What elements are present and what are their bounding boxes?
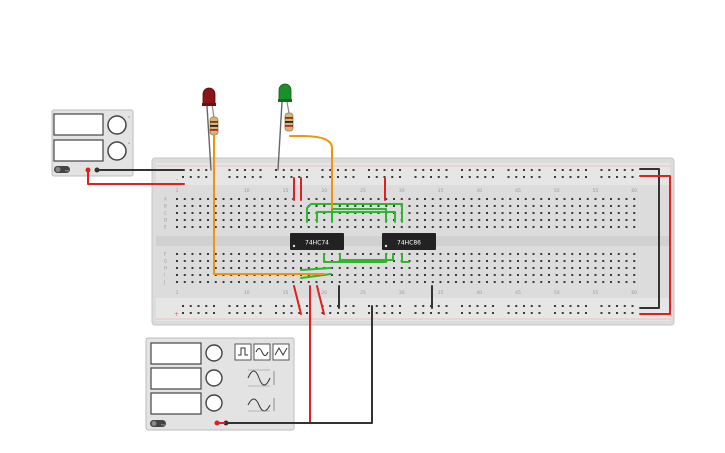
- amplitude-display: [150, 367, 202, 390]
- function-generator[interactable]: on: [145, 337, 295, 431]
- resistor-1[interactable]: [209, 103, 219, 136]
- column-number-10-top: 10: [244, 188, 250, 194]
- red-led-cathode-leg: [206, 105, 212, 171]
- column-number-60-bottom: 60: [631, 290, 637, 296]
- row-letter-j: J: [163, 280, 165, 285]
- sine-wave-button[interactable]: [253, 343, 271, 361]
- green-wire-8[interactable]: [300, 273, 332, 279]
- chip-74hc86-label: 74HC86: [397, 240, 421, 247]
- offset-display: [150, 392, 202, 415]
- column-number-40-top: 40: [476, 188, 482, 194]
- row-letter-d: D: [164, 218, 167, 223]
- column-number-35-top: 35: [438, 188, 444, 194]
- frequency-display: [150, 342, 202, 365]
- column-number-1-bottom: 1: [176, 290, 179, 296]
- row-letter-h: H: [164, 266, 167, 271]
- row-letter-i: I: [164, 273, 165, 278]
- column-number-45-top: 45: [515, 188, 521, 194]
- square-wave-button[interactable]: [234, 343, 252, 361]
- red-led[interactable]: [202, 87, 216, 106]
- row-letter-e: E: [164, 225, 167, 230]
- chip-74hc74-label: 74HC74: [305, 240, 329, 247]
- green-wire-6[interactable]: [401, 253, 410, 263]
- green-wire-1[interactable]: [306, 203, 403, 223]
- row-letter-b: B: [164, 204, 167, 209]
- green-wire-7[interactable]: [300, 267, 332, 271]
- column-number-15-top: 15: [283, 188, 289, 194]
- column-number-1-top: 1: [176, 188, 179, 194]
- sine-wave-icon: [255, 348, 269, 356]
- triangle-wave-icon: [274, 346, 288, 357]
- orange-wire-red-led[interactable]: [213, 135, 325, 275]
- voltage-knob-label: V: [128, 115, 131, 119]
- column-number-55-bottom: 55: [593, 290, 599, 296]
- column-number-25-top: 25: [360, 188, 366, 194]
- supply-positive-wire[interactable]: [87, 169, 185, 185]
- column-number-60-top: 60: [631, 188, 637, 194]
- green-wire-3[interactable]: [331, 208, 387, 223]
- square-wave-icon: [238, 347, 248, 356]
- power-switch-label: on: [65, 169, 69, 173]
- chip-74hc74[interactable]: 74HC74: [290, 233, 344, 250]
- rail-link-positive-wire[interactable]: [639, 175, 671, 315]
- row-letter-a: A: [164, 197, 167, 202]
- row-letter-g: G: [164, 259, 167, 264]
- column-number-55-top: 55: [593, 188, 599, 194]
- column-number-15-bottom: 15: [283, 290, 289, 296]
- current-display: [53, 139, 104, 162]
- column-number-50-bottom: 50: [554, 290, 560, 296]
- green-wire-4[interactable]: [323, 253, 387, 263]
- rail-plus-label: +: [174, 311, 179, 318]
- dc-power-supply[interactable]: V A on: [51, 109, 134, 177]
- column-number-20-bottom: 20: [321, 290, 327, 296]
- column-number-20-top: 20: [321, 188, 327, 194]
- resistor-2[interactable]: [284, 101, 294, 132]
- column-number-50-top: 50: [554, 188, 560, 194]
- rail-link-ground-wire[interactable]: [639, 168, 660, 309]
- offset-indicator: [247, 398, 275, 412]
- jumper-red-5[interactable]: [316, 285, 325, 315]
- chip-74hc86[interactable]: 74HC86: [382, 233, 436, 250]
- generator-ground-wire[interactable]: [225, 305, 373, 424]
- offset-knob[interactable]: [205, 394, 223, 412]
- column-number-10-bottom: 10: [244, 290, 250, 296]
- jumper-red-4[interactable]: [293, 285, 302, 315]
- row-letter-f: F: [164, 252, 167, 257]
- row-letter-c: C: [164, 211, 167, 216]
- column-number-30-bottom: 30: [399, 290, 405, 296]
- rail-minus-label: -: [176, 176, 178, 183]
- green-wire-2[interactable]: [316, 211, 396, 223]
- generator-switch-label: on: [161, 423, 165, 427]
- voltage-display: [53, 113, 104, 136]
- column-number-25-bottom: 25: [360, 290, 366, 296]
- voltage-knob[interactable]: [107, 115, 127, 135]
- amplitude-knob[interactable]: [205, 369, 223, 387]
- column-number-35-bottom: 35: [438, 290, 444, 296]
- amplitude-indicator: [247, 369, 275, 387]
- orange-wire-green-led[interactable]: [289, 135, 333, 209]
- column-number-30-top: 30: [399, 188, 405, 194]
- column-number-40-bottom: 40: [476, 290, 482, 296]
- triangle-wave-button[interactable]: [272, 343, 290, 361]
- green-wire-5[interactable]: [339, 253, 394, 261]
- frequency-knob[interactable]: [205, 344, 223, 362]
- column-number-45-bottom: 45: [515, 290, 521, 296]
- current-knob-label: A: [128, 141, 131, 145]
- green-led[interactable]: [278, 83, 292, 102]
- current-knob[interactable]: [107, 141, 127, 161]
- green-led-cathode-leg: [277, 101, 283, 171]
